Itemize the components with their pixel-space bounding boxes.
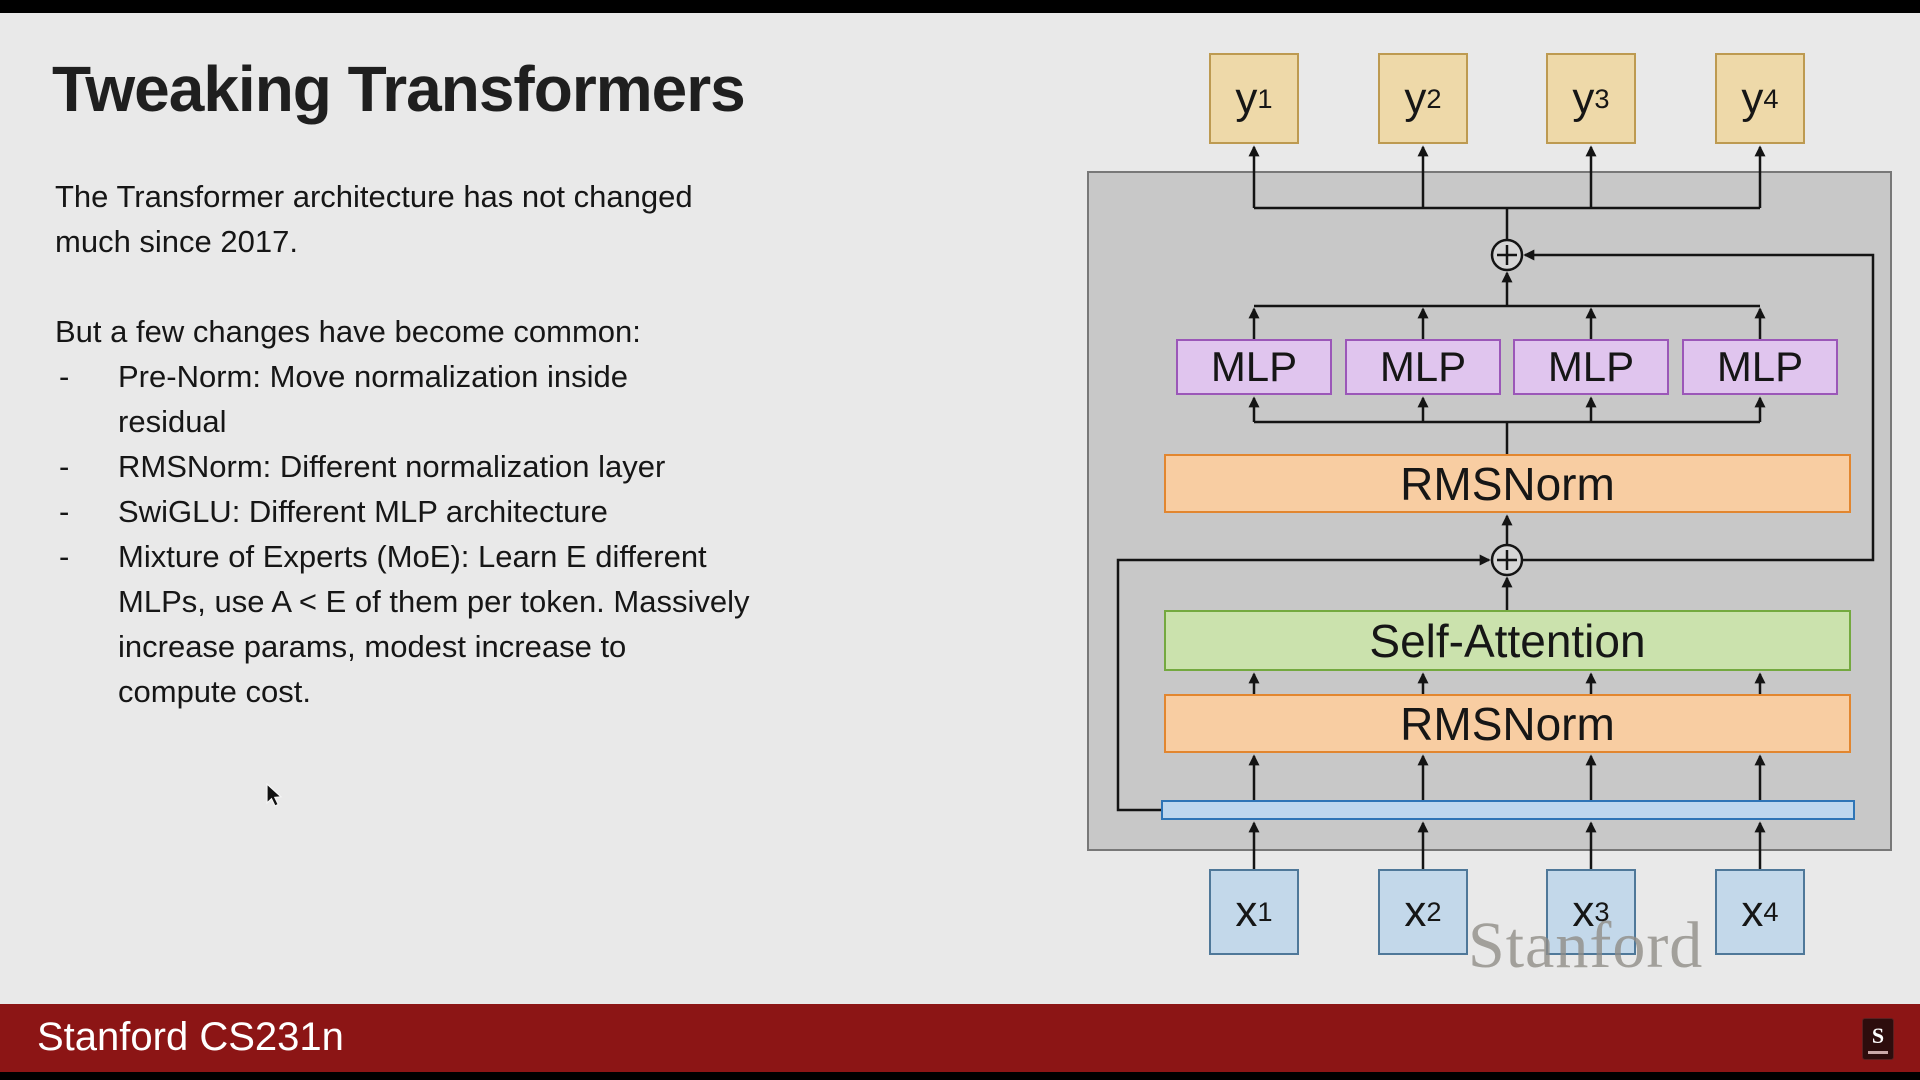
token-label: y	[1741, 73, 1764, 123]
bullet-text: Pre-Norm: Move normalization inside resi…	[118, 359, 628, 439]
bullet-text: Mixture of Experts (MoE): Learn E differ…	[118, 539, 750, 709]
bullet-dash: -	[59, 359, 70, 394]
bullet-text: SwiGLU: Different MLP architecture	[118, 494, 608, 529]
mouse-cursor	[266, 783, 283, 807]
lead-in-line: But a few changes have become common:	[55, 314, 641, 349]
intro-paragraph: The Transformer architecture has not cha…	[55, 179, 693, 259]
rmsnorm-lower-box: RMSNorm	[1164, 694, 1851, 753]
stanford-watermark: Stanford	[1468, 909, 1704, 982]
bullet-text: RMSNorm: Different normalization layer	[118, 449, 666, 484]
stanford-logo-letter: S	[1871, 1023, 1885, 1048]
letterbox-top	[0, 0, 1920, 13]
mlp-box-4: MLP	[1682, 339, 1838, 395]
rmsnorm-upper-box: RMSNorm	[1164, 454, 1851, 513]
token-label: y	[1572, 73, 1595, 123]
self-attention-box: Self-Attention	[1164, 610, 1851, 671]
bullet-swiglu: - SwiGLU: Different MLP architecture	[55, 489, 855, 534]
token-label: x	[1235, 887, 1258, 936]
letterbox-bottom	[0, 1072, 1920, 1080]
mlp-box-2: MLP	[1345, 339, 1501, 395]
slide-title: Tweaking Transformers	[52, 53, 746, 125]
token-subscript: 1	[1257, 82, 1273, 114]
token-subscript: 1	[1257, 896, 1273, 927]
token-subscript: 4	[1763, 82, 1779, 114]
mlp-box-1: MLP	[1176, 339, 1332, 395]
bullet-dash: -	[59, 539, 70, 574]
token-subscript: 4	[1763, 896, 1779, 927]
bullet-moe: - Mixture of Experts (MoE): Learn E diff…	[55, 534, 855, 714]
token-subscript: 3	[1594, 82, 1610, 114]
token-subscript: 2	[1426, 896, 1442, 927]
mlp-box-3: MLP	[1513, 339, 1669, 395]
course-label: Stanford CS231n	[37, 1015, 344, 1059]
token-label: x	[1572, 887, 1595, 936]
slide-body: The Transformer architecture has not cha…	[55, 174, 855, 714]
stanford-logo-badge: S	[1862, 1018, 1894, 1060]
token-label: y	[1235, 73, 1258, 123]
token-label: y	[1404, 73, 1427, 123]
token-subscript: 2	[1426, 82, 1442, 114]
token-subscript: 3	[1594, 896, 1610, 927]
bullet-dash: -	[59, 449, 70, 484]
footer-bar: Stanford CS231n S	[0, 1004, 1920, 1072]
bullet-dash: -	[59, 494, 70, 529]
stanford-logo-underline	[1868, 1051, 1888, 1054]
token-label: x	[1404, 887, 1427, 936]
embedding-bar	[1161, 800, 1855, 820]
bullet-rmsnorm: - RMSNorm: Different normalization layer	[55, 444, 855, 489]
token-label: x	[1741, 887, 1764, 936]
bullet-pre-norm: - Pre-Norm: Move normalization inside re…	[55, 354, 855, 444]
